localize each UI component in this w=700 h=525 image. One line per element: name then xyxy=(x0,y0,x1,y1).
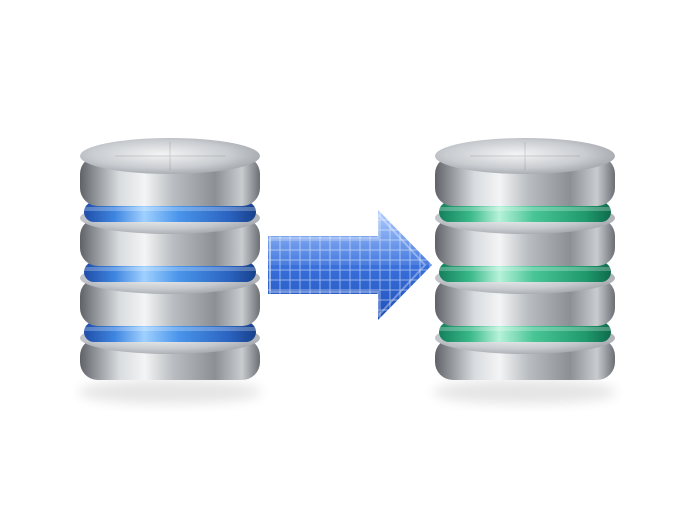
target-band-2 xyxy=(439,262,611,282)
source-disk-1 xyxy=(80,138,260,206)
target-top-cap xyxy=(435,138,615,174)
target-shadow xyxy=(433,380,617,404)
source-band-1 xyxy=(84,202,256,222)
transfer-arrow xyxy=(268,210,432,320)
source-band-2 xyxy=(84,262,256,282)
target-band-3 xyxy=(439,322,611,342)
source-database xyxy=(80,138,260,380)
source-band-3 xyxy=(84,322,256,342)
arrow-highlight xyxy=(268,210,432,265)
target-database xyxy=(435,138,615,380)
source-top-cap xyxy=(80,138,260,174)
target-band-1 xyxy=(439,202,611,222)
source-shadow xyxy=(78,380,262,404)
target-disk-1 xyxy=(435,138,615,206)
